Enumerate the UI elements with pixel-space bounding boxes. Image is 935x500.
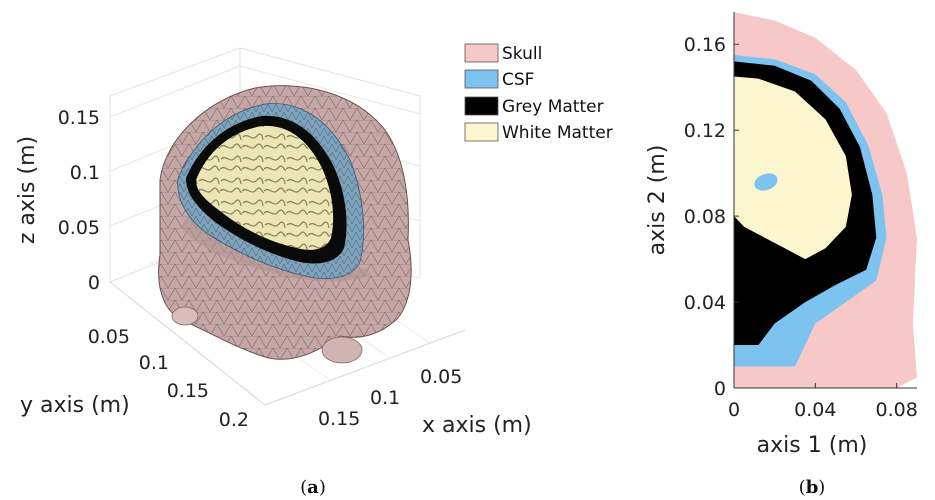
y-tick-label: 0.2 bbox=[219, 409, 249, 431]
y-axis-label: y axis (m) bbox=[20, 393, 130, 418]
x-tick-label: 0 bbox=[728, 399, 740, 421]
panel-b-axes: 0 0.04 0.08 0.12 0.16 0 0.04 0.08 bbox=[684, 12, 918, 421]
y-tick-label: 0.08 bbox=[684, 206, 726, 228]
cross-section-regions bbox=[734, 12, 917, 388]
y-tick-label: 0.12 bbox=[684, 120, 726, 142]
caption-b-letter: b bbox=[806, 477, 819, 498]
z-tick-label: 0.15 bbox=[58, 107, 100, 129]
axis-1-label: axis 1 (m) bbox=[757, 433, 868, 458]
legend-label: Grey Matter bbox=[502, 97, 604, 117]
y-tick-label: 0 bbox=[714, 378, 726, 400]
x-tick-label: 0.15 bbox=[318, 408, 360, 430]
legend-item-skull: Skull bbox=[464, 43, 542, 64]
y-tick-label: 0.15 bbox=[167, 380, 209, 402]
axis-2-label: axis 2 (m) bbox=[645, 145, 670, 256]
x-tick-label: 0.08 bbox=[876, 399, 918, 421]
panel-b: 0 0.04 0.08 0.12 0.16 0 0.04 0.08 axis 2 (m) ax… bbox=[645, 12, 918, 498]
z-axis-ticks: 0 0.05 0.1 0.15 bbox=[58, 107, 100, 294]
y-tick-label: 0.04 bbox=[684, 292, 726, 314]
caption-a-letter: a bbox=[307, 477, 319, 498]
legend-label: CSF bbox=[502, 70, 534, 90]
x-axis-label: x axis (m) bbox=[422, 413, 532, 438]
white-matter-surface bbox=[196, 125, 334, 250]
x-tick-label: 0.1 bbox=[370, 387, 400, 409]
x-axis-ticks: 0.15 0.1 0.05 bbox=[318, 366, 462, 430]
ventricle-csf bbox=[754, 173, 778, 191]
x-tick-label: 0.05 bbox=[420, 366, 462, 388]
z-axis-label: z axis (m) bbox=[15, 136, 40, 244]
y-tick-label: 0.1 bbox=[139, 352, 169, 374]
y-tick-label: 0.05 bbox=[88, 326, 130, 348]
legend-label: Skull bbox=[502, 44, 542, 64]
legend: Skull CSF Grey Matter White Matter bbox=[464, 43, 613, 143]
region-white-matter bbox=[734, 76, 852, 260]
legend-label: White Matter bbox=[502, 123, 613, 143]
z-tick-label: 0.1 bbox=[70, 162, 100, 184]
z-tick-label: 0.05 bbox=[58, 217, 100, 239]
legend-swatch-skull bbox=[464, 43, 499, 63]
legend-item-csf: CSF bbox=[464, 69, 534, 90]
y-axis-ticks: 0.05 0.1 0.15 0.2 bbox=[88, 326, 249, 431]
x-tick-label: 0.04 bbox=[794, 399, 836, 421]
caption-a: (a) bbox=[300, 477, 326, 498]
y-tick-label: 0.16 bbox=[684, 34, 726, 56]
caption-b: (b) bbox=[799, 477, 826, 498]
panel-a: 0 0.05 0.1 0.15 z axis (m) 0.05 0.1 0.15… bbox=[15, 43, 613, 498]
legend-swatch-grey-matter bbox=[464, 96, 499, 116]
legend-item-grey-matter: Grey Matter bbox=[464, 96, 604, 117]
legend-item-white-matter: White Matter bbox=[464, 122, 613, 143]
legend-swatch-csf bbox=[464, 69, 499, 89]
legend-swatch-white-matter bbox=[464, 122, 499, 142]
z-tick-label: 0 bbox=[88, 272, 100, 294]
